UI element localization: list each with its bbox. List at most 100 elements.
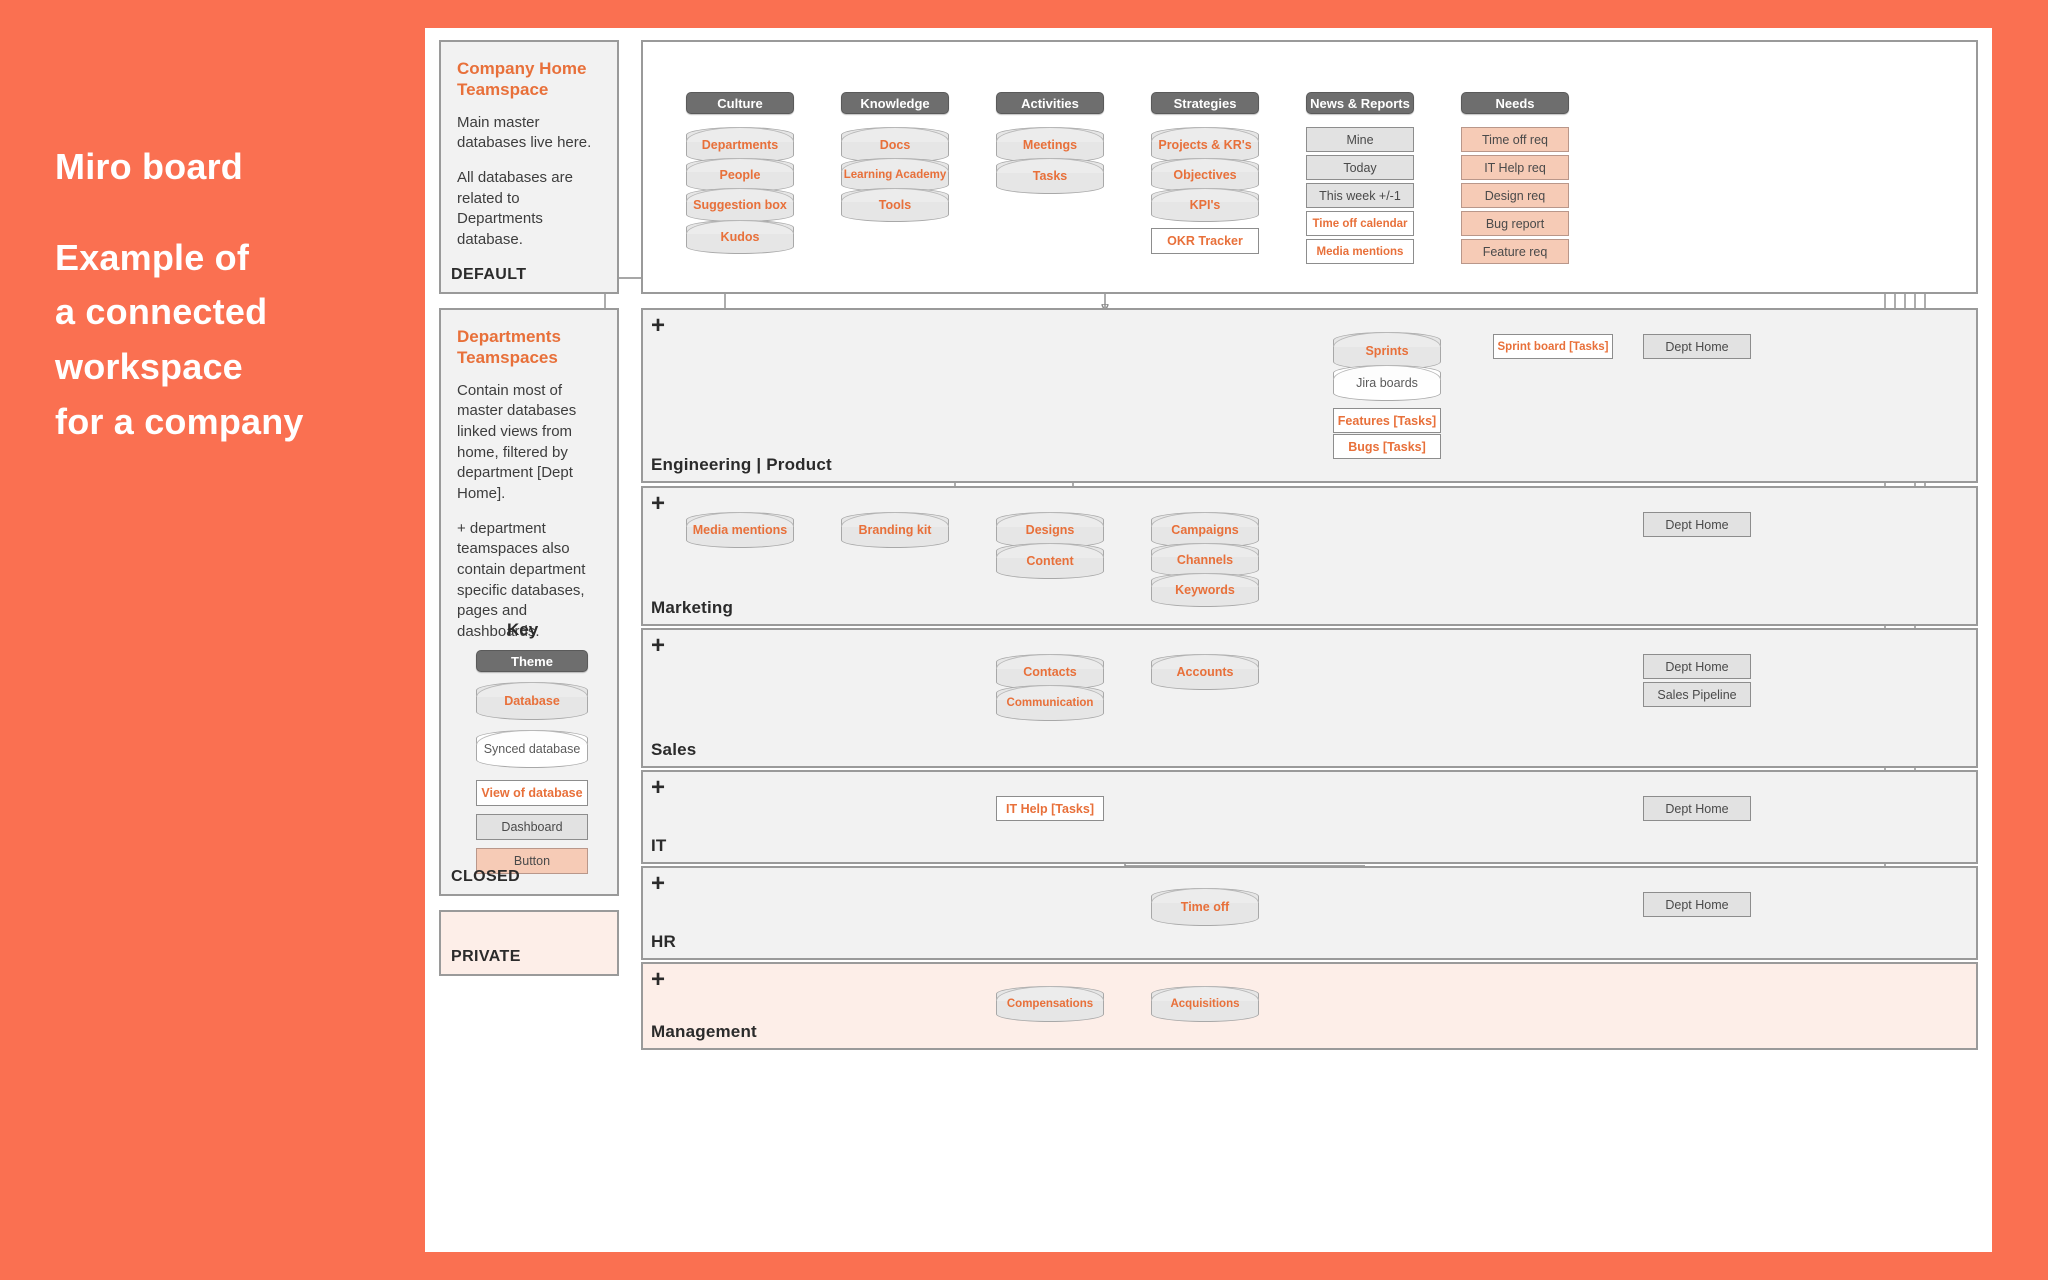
button-bug-report[interactable]: Bug report <box>1461 211 1569 236</box>
db-label: Compensations <box>1006 998 1094 1010</box>
view-features-tasks[interactable]: Features [Tasks] <box>1333 408 1441 433</box>
node-label: Sprint board [Tasks] <box>1497 340 1609 353</box>
add-button-it[interactable]: + <box>651 774 666 801</box>
key-sample-view-of-database: View of database <box>476 780 588 806</box>
button-design-req[interactable]: Design req <box>1461 183 1569 208</box>
view-bugs-tasks[interactable]: Bugs [Tasks] <box>1333 434 1441 459</box>
db-people[interactable]: People <box>686 158 794 192</box>
view-sprint-board-tasks[interactable]: Sprint board [Tasks] <box>1493 334 1613 359</box>
theme-culture[interactable]: Culture <box>686 92 794 114</box>
frame-label-management: Management <box>651 1022 757 1041</box>
frame-marketing[interactable]: + Marketing Media mentions Branding kit … <box>641 486 1978 626</box>
db-communication[interactable]: Communication <box>996 685 1104 721</box>
button-time-off-req[interactable]: Time off req <box>1461 127 1569 152</box>
theme-needs[interactable]: Needs <box>1461 92 1569 114</box>
theme-label: Knowledge <box>860 95 930 111</box>
note-tag-private: PRIVATE <box>451 948 521 965</box>
db-compensations[interactable]: Compensations <box>996 986 1104 1022</box>
view-it-help-tasks[interactable]: IT Help [Tasks] <box>996 796 1104 821</box>
add-button-sales[interactable]: + <box>651 632 666 659</box>
dashboard-dept-home-hr[interactable]: Dept Home <box>1643 892 1751 917</box>
db-docs[interactable]: Docs <box>841 127 949 163</box>
node-label: Dept Home <box>1665 517 1729 532</box>
db-label: Tasks <box>1032 169 1068 183</box>
key-label-synced-database: Synced database <box>483 742 581 756</box>
theme-label: Activities <box>1021 95 1079 111</box>
db-projects-and-krs[interactable]: Projects & KR's <box>1151 127 1259 163</box>
frame-management[interactable]: + Management Compensations Acquisitions <box>641 962 1978 1050</box>
button-feature-req[interactable]: Feature req <box>1461 239 1569 264</box>
db-label: Jira boards <box>1356 376 1418 390</box>
view-okr-tracker[interactable]: OKR Tracker <box>1151 228 1259 254</box>
add-button-management[interactable]: + <box>651 966 666 993</box>
theme-activities[interactable]: Activities <box>996 92 1104 114</box>
dashboard-dept-home-it[interactable]: Dept Home <box>1643 796 1751 821</box>
db-channels[interactable]: Channels <box>1151 543 1259 577</box>
db-jira-boards[interactable]: Jira boards <box>1333 365 1441 401</box>
note-company-home[interactable]: Company Home Teamspace Main master datab… <box>439 40 619 294</box>
dashboard-sales-pipeline[interactable]: Sales Pipeline <box>1643 682 1751 707</box>
theme-label: News & Reports <box>1310 95 1410 111</box>
note-private[interactable]: PRIVATE <box>439 910 619 976</box>
db-learning-academy[interactable]: Learning Academy <box>841 158 949 192</box>
frame-engineering-product[interactable]: + Engineering | Product Sprints Jira boa… <box>641 308 1978 483</box>
db-campaigns[interactable]: Campaigns <box>1151 512 1259 548</box>
node-label: Today <box>1343 160 1377 175</box>
db-accounts[interactable]: Accounts <box>1151 654 1259 690</box>
miro-canvas[interactable]: Company Home Teamspace Main master datab… <box>425 28 1992 1252</box>
frame-sales[interactable]: + Sales Contacts Communication Accounts … <box>641 628 1978 768</box>
db-sprints[interactable]: Sprints <box>1333 332 1441 370</box>
dashboard-dept-home-marketing[interactable]: Dept Home <box>1643 512 1751 537</box>
db-keywords[interactable]: Keywords <box>1151 573 1259 607</box>
db-kpis[interactable]: KPI's <box>1151 188 1259 222</box>
db-label: Channels <box>1176 553 1234 567</box>
node-label: Mine <box>1346 132 1374 147</box>
theme-label: Culture <box>717 95 763 111</box>
db-content[interactable]: Content <box>996 543 1104 579</box>
key-label-button: Button <box>513 854 551 868</box>
dashboard-today[interactable]: Today <box>1306 155 1414 180</box>
db-label: Communication <box>1006 697 1094 709</box>
db-media-mentions-marketing[interactable]: Media mentions <box>686 512 794 548</box>
dashboard-dept-home-sales[interactable]: Dept Home <box>1643 654 1751 679</box>
button-it-help-req[interactable]: IT Help req <box>1461 155 1569 180</box>
key-title: Key <box>507 620 539 639</box>
note-departments[interactable]: Departments Teamspaces Contain most of m… <box>439 308 619 896</box>
view-time-off-calendar[interactable]: Time off calendar <box>1306 211 1414 236</box>
db-acquisitions[interactable]: Acquisitions <box>1151 986 1259 1022</box>
theme-news-and-reports[interactable]: News & Reports <box>1306 92 1414 114</box>
add-button-engineering[interactable]: + <box>651 312 666 339</box>
db-tasks[interactable]: Tasks <box>996 158 1104 194</box>
theme-knowledge[interactable]: Knowledge <box>841 92 949 114</box>
db-objectives[interactable]: Objectives <box>1151 158 1259 192</box>
add-button-hr[interactable]: + <box>651 870 666 897</box>
db-time-off[interactable]: Time off <box>1151 888 1259 926</box>
intro-line-5: for a company <box>55 400 304 442</box>
frame-it[interactable]: + IT IT Help [Tasks] Dept Home <box>641 770 1978 864</box>
theme-strategies[interactable]: Strategies <box>1151 92 1259 114</box>
add-button-marketing[interactable]: + <box>651 490 666 517</box>
intro-line-3: a connected <box>55 291 268 333</box>
node-label: Bugs [Tasks] <box>1348 439 1426 454</box>
note-paragraph-2: + department teamspaces also contain dep… <box>457 519 586 641</box>
dashboard-mine[interactable]: Mine <box>1306 127 1414 152</box>
key-sample-database: Database <box>476 682 588 720</box>
note-paragraph-1: Contain most of master databases linked … <box>457 381 577 502</box>
db-contacts[interactable]: Contacts <box>996 654 1104 690</box>
db-branding-kit[interactable]: Branding kit <box>841 512 949 548</box>
frame-company-home[interactable]: Culture Departments People Suggestion bo… <box>641 40 1978 294</box>
db-suggestion-box[interactable]: Suggestion box <box>686 188 794 222</box>
db-label: Keywords <box>1175 583 1235 597</box>
dashboard-dept-home-engineering[interactable]: Dept Home <box>1643 334 1751 359</box>
node-label: Dept Home <box>1665 659 1729 674</box>
db-tools[interactable]: Tools <box>841 188 949 222</box>
frame-hr[interactable]: + HR Time off Dept Home <box>641 866 1978 960</box>
view-media-mentions[interactable]: Media mentions <box>1306 239 1414 264</box>
db-kudos[interactable]: Kudos <box>686 220 794 254</box>
db-departments[interactable]: Departments <box>686 127 794 163</box>
node-label: This week +/-1 <box>1319 188 1401 203</box>
dashboard-this-week[interactable]: This week +/-1 <box>1306 183 1414 208</box>
db-label: Campaigns <box>1171 523 1239 537</box>
db-meetings[interactable]: Meetings <box>996 127 1104 163</box>
db-designs[interactable]: Designs <box>996 512 1104 548</box>
